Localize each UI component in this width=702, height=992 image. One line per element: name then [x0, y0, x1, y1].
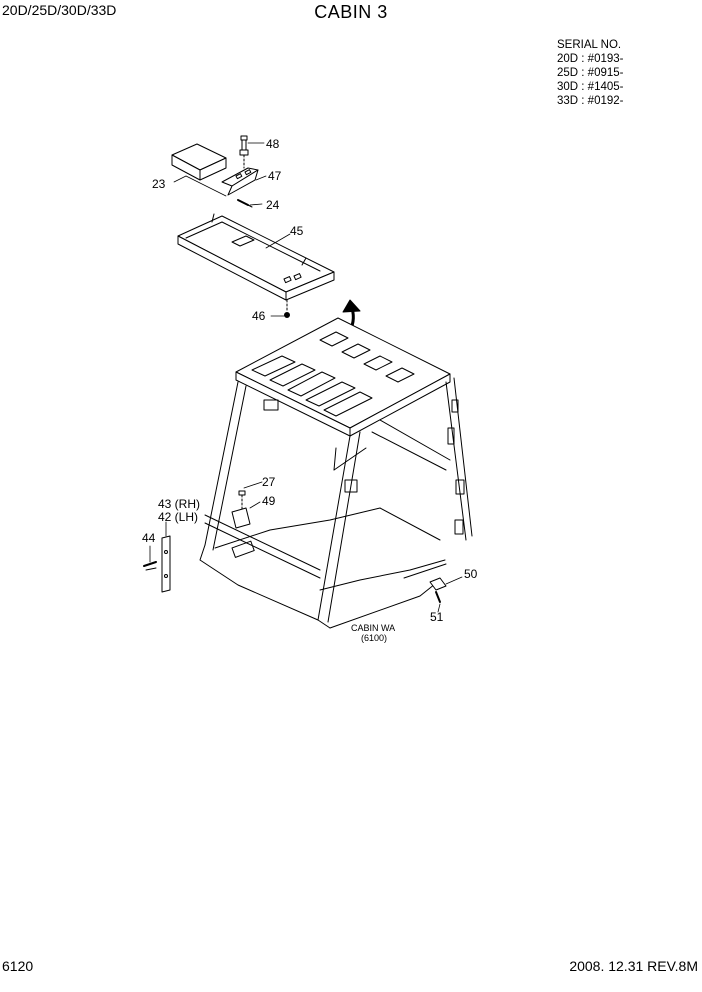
callout-49: 49	[262, 494, 276, 508]
callout-48: 48	[266, 137, 280, 151]
cabin-frame	[199, 317, 473, 629]
part-45-tray	[177, 213, 335, 301]
callout-44: 44	[142, 531, 156, 545]
callout-24: 24	[266, 198, 280, 212]
part-48-bolt	[239, 135, 249, 169]
callout-43: 43 (RH)	[158, 497, 200, 511]
callout-45: 45	[290, 224, 304, 238]
part-27-bolt	[238, 490, 246, 511]
part-42-43-bracket	[161, 535, 171, 593]
part-50-clip	[429, 577, 447, 591]
part-47-bracket	[221, 167, 259, 196]
cabin-ref-name: CABIN WA	[351, 623, 395, 633]
callout-51: 51	[430, 610, 444, 624]
serial-line-33d: 33D : #0192-	[557, 95, 624, 107]
leader-lines	[149, 142, 463, 613]
part-51-screw	[435, 591, 441, 603]
part-44-bolt	[143, 561, 157, 571]
page-title: CABIN 3	[314, 2, 388, 22]
part-46-nut	[284, 299, 290, 318]
callout-27: 27	[262, 475, 276, 489]
serial-number-block: SERIAL NO. 20D : #0193- 25D : #0915- 30D…	[557, 38, 624, 108]
serial-line-25d: 25D : #0915-	[557, 67, 624, 79]
callout-42: 42 (LH)	[158, 510, 198, 524]
callout-46: 46	[252, 309, 266, 323]
part-24-screw	[237, 199, 253, 208]
serial-line-20d: 20D : #0193-	[557, 53, 624, 65]
cabin-ref-page: (6100)	[361, 633, 387, 643]
model-list: 20D/25D/30D/33D	[2, 2, 117, 18]
revision-date: 2008. 12.31 REV.8M	[569, 958, 698, 974]
serial-line-30d: 30D : #1405-	[557, 81, 624, 93]
callout-50: 50	[464, 567, 478, 581]
serial-heading: SERIAL NO.	[557, 39, 622, 51]
callout-23: 23	[152, 177, 166, 191]
callout-47: 47	[268, 169, 282, 183]
part-49-plate	[231, 507, 251, 529]
page-number: 6120	[2, 958, 34, 974]
part-23-box	[171, 143, 227, 181]
